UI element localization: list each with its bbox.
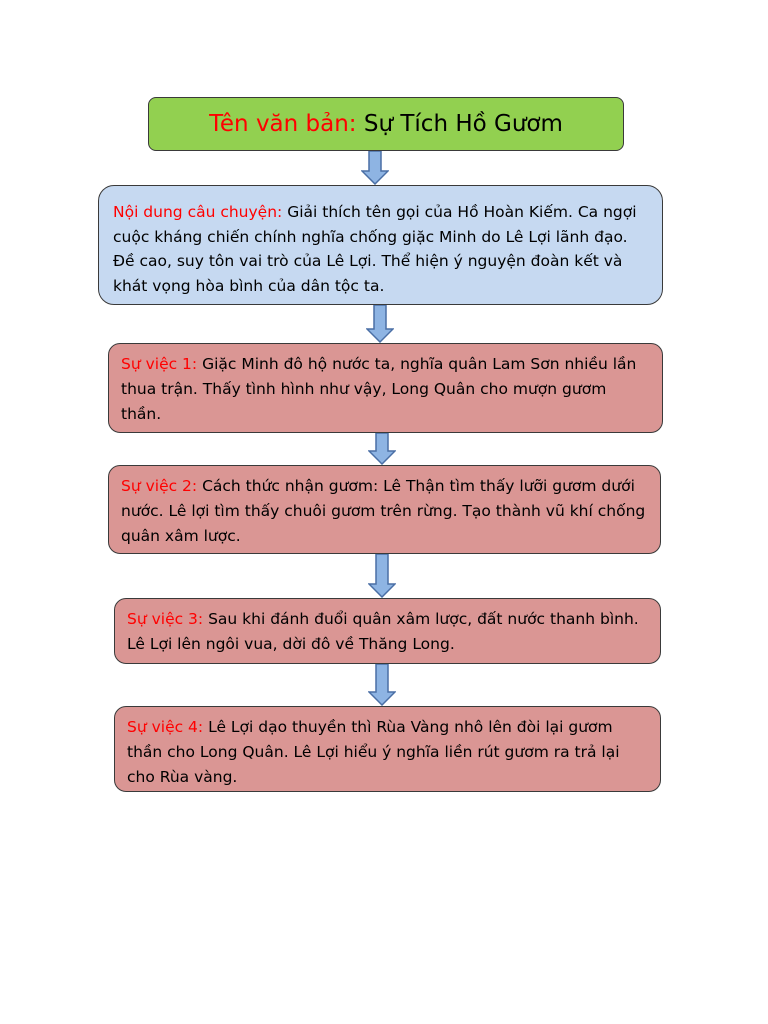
- event-label: Sự việc 1:: [121, 355, 198, 373]
- event-text: Sau khi đánh đuổi quân xâm lược, đất nướ…: [127, 610, 639, 653]
- title-box: Tên văn bản: Sự Tích Hồ Gươm: [148, 97, 624, 151]
- content-box: Nội dung câu chuyện: Giải thích tên gọi …: [98, 185, 663, 305]
- title-text: Sự Tích Hồ Gươm: [363, 111, 563, 137]
- event-label: Sự việc 4:: [127, 718, 204, 736]
- down-arrow-icon: [361, 151, 389, 185]
- content-text: Giải thích tên gọi của Hồ Hoàn Kiếm. Ca …: [113, 203, 637, 295]
- event-label: Sự việc 3:: [127, 610, 204, 628]
- event-box-1: Sự việc 1: Giặc Minh đô hộ nước ta, nghĩ…: [108, 343, 663, 433]
- event-box-2: Sự việc 2: Cách thức nhận gươm: Lê Thận …: [108, 465, 661, 554]
- down-arrow-icon: [366, 305, 394, 343]
- title-label: Tên văn bản:: [209, 111, 357, 137]
- event-box-4: Sự việc 4: Lê Lợi dạo thuyền thì Rùa Vàn…: [114, 706, 661, 792]
- event-label: Sự việc 2:: [121, 477, 198, 495]
- content-label: Nội dung câu chuyện:: [113, 203, 283, 221]
- down-arrow-icon: [368, 664, 396, 706]
- event-text: Cách thức nhận gươm: Lê Thận tìm thấy lư…: [121, 477, 646, 545]
- event-box-3: Sự việc 3: Sau khi đánh đuổi quân xâm lư…: [114, 598, 661, 664]
- down-arrow-icon: [368, 554, 396, 598]
- event-text: Lê Lợi dạo thuyền thì Rùa Vàng nhô lên đ…: [127, 718, 620, 786]
- event-text: Giặc Minh đô hộ nước ta, nghĩa quân Lam …: [121, 355, 637, 423]
- down-arrow-icon: [368, 433, 396, 465]
